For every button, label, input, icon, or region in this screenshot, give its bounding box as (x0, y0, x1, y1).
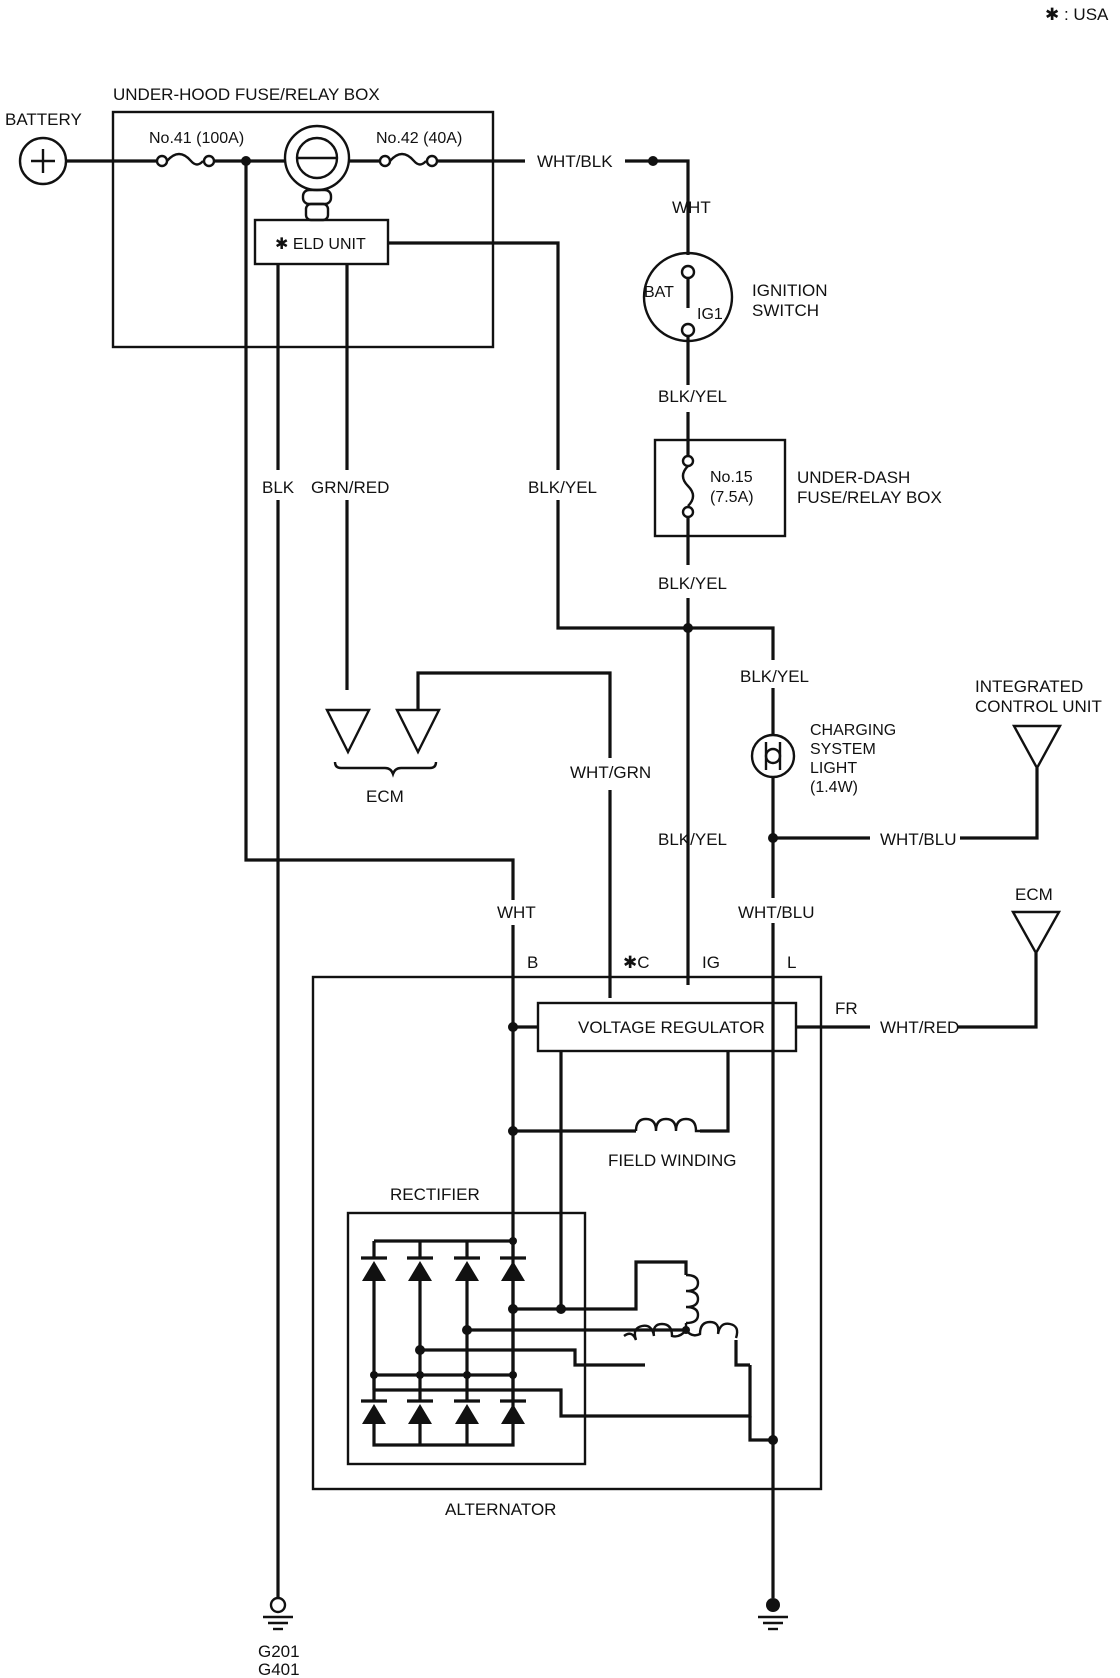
ground-label-1: G201 (258, 1642, 300, 1661)
fuse-41-label: No.41 (100A) (149, 130, 244, 147)
ignition-switch-label-2: SWITCH (752, 301, 819, 320)
junction-dot (683, 623, 693, 633)
underhood-box-label: UNDER-HOOD FUSE/RELAY BOX (113, 85, 380, 104)
terminal-l-label: L (787, 953, 796, 972)
charging-light-label-1: CHARGING (810, 722, 896, 739)
alternator-box (311, 975, 823, 1491)
integrated-control-unit-label-1: INTEGRATED (975, 677, 1083, 696)
rectifier-label: RECTIFIER (390, 1185, 480, 1204)
integrated-control-unit-label-2: CONTROL UNIT (975, 697, 1102, 716)
ecm-right-triangle-icon (1010, 910, 1062, 956)
wire-wht-red-label: WHT/RED (880, 1018, 959, 1037)
rectifier-diodes-icon (361, 1256, 526, 1424)
fuse-42-icon (378, 152, 439, 168)
wire-wht-blu-label: WHT/BLU (880, 830, 957, 849)
wire-blk-yel-label: BLK/YEL (658, 387, 727, 406)
voltage-regulator-label: VOLTAGE REGULATOR (578, 1018, 765, 1037)
wire-blk-yel-label: BLK/YEL (740, 667, 809, 686)
terminal-ig-label: IG (702, 953, 720, 972)
wire-blk-label: BLK (262, 478, 295, 497)
wire-blk-yel-label: BLK/YEL (658, 830, 727, 849)
wire-blk-yel-label: BLK/YEL (528, 478, 597, 497)
rectifier-box (346, 1211, 587, 1466)
terminal-fr-label: FR (835, 999, 858, 1018)
bat-terminal-label: BAT (644, 284, 674, 301)
eld-sensor-ring-icon (283, 124, 351, 222)
underdash-fuse-relay-box (653, 438, 787, 538)
terminal-c-label: ✱C (623, 953, 650, 972)
charging-light-label-4: (1.4W) (810, 779, 858, 796)
charging-system-light-icon (750, 733, 796, 779)
battery-label: BATTERY (5, 110, 82, 129)
underdash-box-label-2: FUSE/RELAY BOX (797, 488, 942, 507)
ground-label-2: G401 (258, 1660, 300, 1678)
stator-winding-icon (623, 1273, 750, 1367)
terminal-b-label: B (527, 953, 538, 972)
ground-right-icon (758, 1598, 788, 1631)
alternator-label: ALTERNATOR (445, 1500, 556, 1519)
ecm-right-label: ECM (1015, 885, 1053, 904)
underhood-fuse-relay-box (111, 110, 495, 349)
wire-wht-blk-label: WHT/BLK (537, 152, 613, 171)
eld-unit-label: ✱ ELD UNIT (275, 236, 366, 253)
ignition-switch-label-1: IGNITION (752, 281, 828, 300)
fuse-15-label-2: (7.5A) (710, 489, 754, 506)
fuse-15-label-1: No.15 (710, 469, 753, 486)
underdash-box-label-1: UNDER-DASH (797, 468, 910, 487)
fuse-42-label: No.42 (40A) (376, 130, 462, 147)
ecm-input-triangle-icon (325, 708, 441, 755)
wire-wht-label: WHT (672, 198, 711, 217)
charging-light-label-2: SYSTEM (810, 741, 876, 758)
field-winding-label: FIELD WINDING (608, 1151, 736, 1170)
integrated-control-unit-triangle-icon (1011, 724, 1063, 771)
ground-g201-g401-icon (263, 1596, 293, 1631)
usa-note: ✱ : USA (1045, 5, 1109, 24)
ig1-terminal-label: IG1 (697, 306, 723, 323)
fuse-15-icon (681, 454, 695, 519)
ecm-left-label: ECM (366, 787, 404, 806)
fuse-41-icon (155, 152, 216, 168)
field-winding-icon (634, 1117, 700, 1133)
wire-grn-red-label: GRN/RED (311, 478, 389, 497)
junction-dot (648, 156, 658, 166)
wire-wht-grn-label: WHT/GRN (570, 763, 651, 782)
wire-wht-blu-label: WHT/BLU (738, 903, 815, 922)
wire-blk-yel-label: BLK/YEL (658, 574, 727, 593)
wire-wht-label: WHT (497, 903, 536, 922)
charging-light-label-3: LIGHT (810, 760, 857, 777)
